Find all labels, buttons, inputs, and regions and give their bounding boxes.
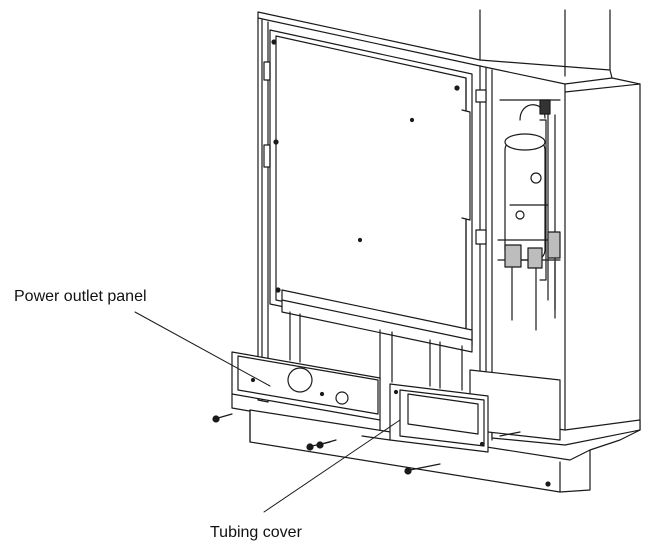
cabinet-left-frame [257, 17, 271, 403]
leader-tubing-cover [263, 419, 401, 513]
front-access-panel [269, 29, 473, 347]
callout-power-outlet-panel: Power outlet panel [14, 288, 147, 305]
base-pan [469, 369, 641, 446]
cabinet-top-frame [257, 9, 641, 446]
base-plate [249, 409, 641, 493]
screws [212, 413, 521, 475]
leader-lines [134, 311, 401, 513]
refrigerant-components [497, 99, 561, 331]
panel-bottom-rail [281, 289, 473, 391]
tubing-cover [361, 383, 489, 453]
callout-tubing-cover: Tubing cover [210, 524, 302, 541]
leader-power-outlet-panel [134, 311, 271, 387]
